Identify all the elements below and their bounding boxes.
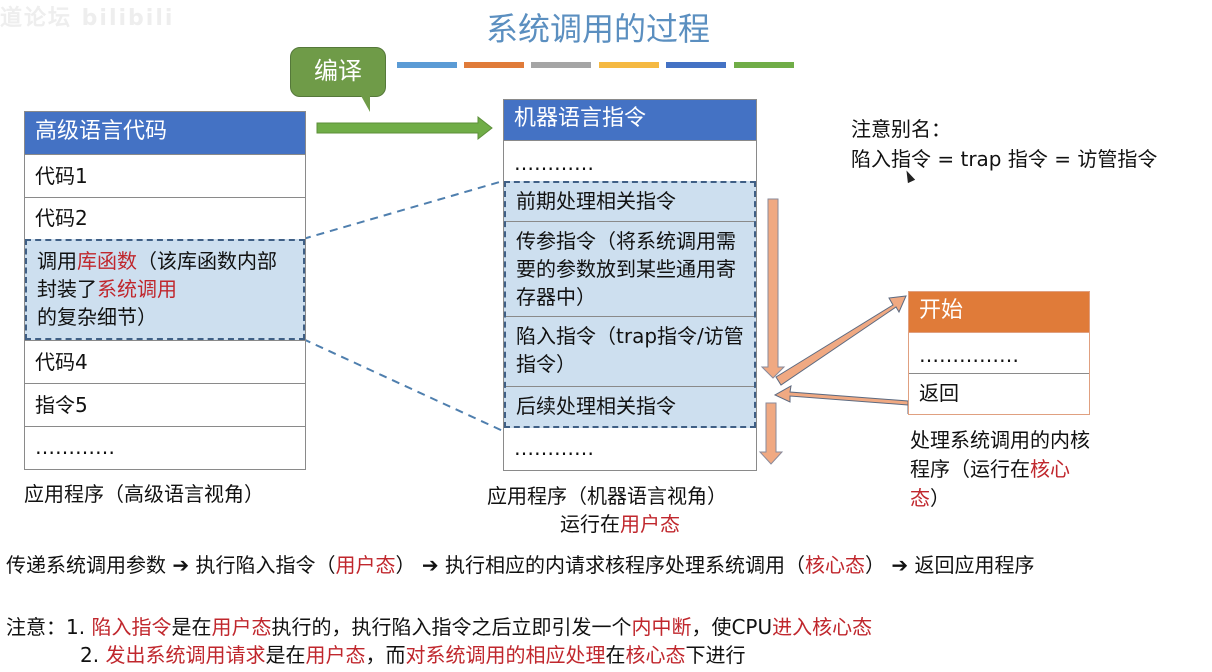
note-2: 2. 发出系统调用请求是在用户态，而对系统调用的相应处理在核心态下进行 bbox=[80, 643, 746, 667]
instruction-row: 后续处理相关指令 bbox=[506, 386, 754, 426]
kernel-row: …………… bbox=[909, 332, 1089, 373]
connector-top bbox=[302, 180, 504, 240]
title-color-bar-5 bbox=[666, 62, 726, 68]
user-mode-text: 用户态 bbox=[620, 512, 680, 536]
title-color-bar-6 bbox=[734, 62, 794, 68]
title-color-bar-4 bbox=[599, 62, 659, 68]
high-level-caption: 应用程序（高级语言视角） bbox=[24, 482, 264, 506]
library-function-text: 库函数 bbox=[77, 249, 137, 273]
trap-arrow-to-kernel bbox=[775, 295, 907, 386]
down-arrow-user bbox=[760, 198, 786, 379]
title-color-bar-2 bbox=[464, 62, 524, 68]
system-call-text: 系统调用 bbox=[97, 277, 177, 301]
note-1: 注意：1. 陷入指令是在用户态执行的，执行陷入指令之后立即引发一个内中断，使CP… bbox=[6, 615, 873, 639]
code-row: 指令5 bbox=[25, 383, 305, 426]
code-row: ………… bbox=[25, 426, 305, 468]
compile-bubble-tail bbox=[360, 94, 370, 112]
code-row: 代码1 bbox=[25, 154, 305, 197]
trap-instruction-row: 陷入指令（trap指令/访管指令） bbox=[506, 316, 754, 386]
alias-note-text: 陷入指令 = trap 指令 = 访管指令 bbox=[851, 147, 1158, 171]
title-color-bar-3 bbox=[531, 62, 591, 68]
compile-bubble: 编译 bbox=[290, 47, 386, 97]
arrow-icon: ➔ bbox=[421, 553, 439, 577]
instruction-row: 传参指令（将系统调用需要的参数放到某些通用寄存器中） bbox=[506, 221, 754, 316]
code-row: 代码4 bbox=[25, 340, 305, 383]
down-arrow-continue bbox=[758, 402, 784, 465]
return-arrow-from-kernel bbox=[773, 385, 909, 414]
kernel-mode-text: 核心态 bbox=[910, 457, 1070, 510]
machine-caption-line2: 运行在用户态 bbox=[560, 512, 680, 536]
kernel-return-row: 返回 bbox=[909, 373, 1089, 413]
connector-bottom bbox=[302, 338, 504, 432]
instruction-row: 前期处理相关指令 bbox=[506, 183, 754, 221]
instruction-row: ………… bbox=[504, 140, 756, 181]
kernel-caption: 处理系统调用的内核程序（运行在核心态） bbox=[910, 428, 1090, 510]
arrow-icon: ➔ bbox=[172, 553, 190, 577]
library-call-row: 调用库函数（该库函数内部封装了系统调用的复杂细节） bbox=[25, 239, 305, 340]
machine-instructions-table: 机器语言指令 ………… 前期处理相关指令 传参指令（将系统调用需要的参数放到某些… bbox=[503, 99, 757, 471]
process-summary: 传递系统调用参数 ➔ 执行陷入指令（用户态） ➔ 执行相应的内请求核程序处理系统… bbox=[6, 553, 1035, 577]
compile-arrow bbox=[316, 115, 493, 141]
high-level-code-table: 高级语言代码 代码1 代码2 调用库函数（该库函数内部封装了系统调用的复杂细节）… bbox=[24, 111, 306, 470]
machine-instructions-header: 机器语言指令 bbox=[504, 100, 756, 140]
kernel-start-header: 开始 bbox=[909, 292, 1089, 332]
high-level-code-header: 高级语言代码 bbox=[25, 112, 305, 154]
system-call-instructions-group: 前期处理相关指令 传参指令（将系统调用需要的参数放到某些通用寄存器中） 陷入指令… bbox=[504, 181, 756, 428]
title-color-bar-1 bbox=[397, 62, 457, 68]
alias-note-title: 注意别名： bbox=[851, 117, 951, 141]
instruction-row: ………… bbox=[514, 436, 594, 460]
watermark: 道论坛 bilibili bbox=[0, 6, 175, 31]
page-title: 系统调用的过程 bbox=[485, 10, 710, 48]
machine-caption-line1: 应用程序（机器语言视角） bbox=[487, 484, 727, 508]
kernel-program-table: 开始 …………… 返回 bbox=[908, 291, 1090, 415]
code-row: 代码2 bbox=[25, 197, 305, 239]
arrow-icon: ➔ bbox=[891, 553, 909, 577]
